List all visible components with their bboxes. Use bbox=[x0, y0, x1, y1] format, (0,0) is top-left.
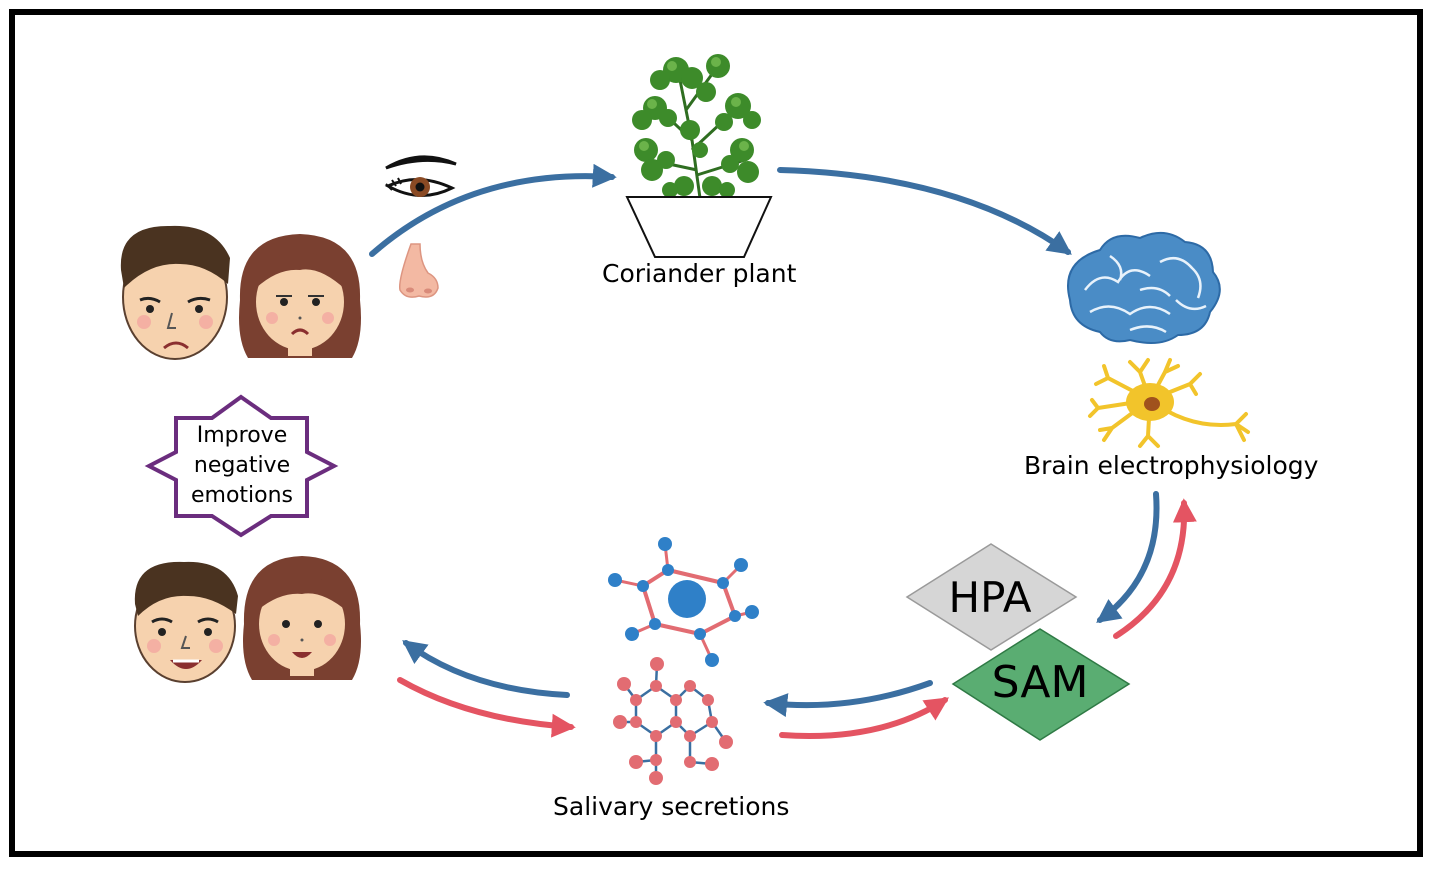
eye-icon bbox=[384, 155, 457, 198]
happy-face-icon bbox=[134, 556, 361, 683]
improve-star-badge bbox=[144, 394, 339, 538]
arrows bbox=[369, 163, 1197, 739]
arrow-faces-to-saliva bbox=[397, 677, 576, 738]
arrow-saliva-to-sam bbox=[779, 697, 950, 739]
neuron-icon bbox=[1088, 358, 1250, 448]
sam-label: SAM bbox=[991, 657, 1089, 708]
salivary-secretions-label: Salivary secretions bbox=[553, 792, 790, 821]
arrow-faces-to-plant bbox=[369, 163, 617, 257]
brain-electrophysiology-label: Brain electrophysiology bbox=[1024, 451, 1319, 480]
coriander-plant-icon bbox=[632, 54, 761, 199]
female-happy-face bbox=[243, 556, 361, 680]
sam-diamond bbox=[951, 628, 1131, 741]
hpa-diamond bbox=[905, 543, 1078, 651]
arrow-sam-to-saliva bbox=[763, 680, 933, 718]
male-sad-face bbox=[120, 225, 230, 360]
male-happy-face bbox=[134, 561, 238, 683]
sad-face-icon bbox=[120, 225, 361, 360]
diagram-frame bbox=[9, 9, 1423, 857]
molecule-lattice-icon bbox=[613, 657, 733, 785]
coriander-plant-label: Coriander plant bbox=[602, 259, 797, 288]
arrow-saliva-to-faces bbox=[402, 640, 570, 698]
arrow-hpa-to-brain bbox=[1113, 498, 1197, 639]
brain-icon bbox=[1067, 231, 1221, 345]
female-sad-face bbox=[239, 234, 361, 358]
nose-icon bbox=[398, 243, 439, 298]
molecule-icon bbox=[608, 537, 759, 667]
hpa-label: HPA bbox=[948, 573, 1032, 622]
improve-negative-emotions-label: Improve negative emotions bbox=[190, 423, 294, 508]
arrow-plant-to-brain bbox=[777, 167, 1072, 255]
plant-pot bbox=[625, 196, 773, 258]
arrow-brain-to-hpa bbox=[1096, 491, 1160, 623]
